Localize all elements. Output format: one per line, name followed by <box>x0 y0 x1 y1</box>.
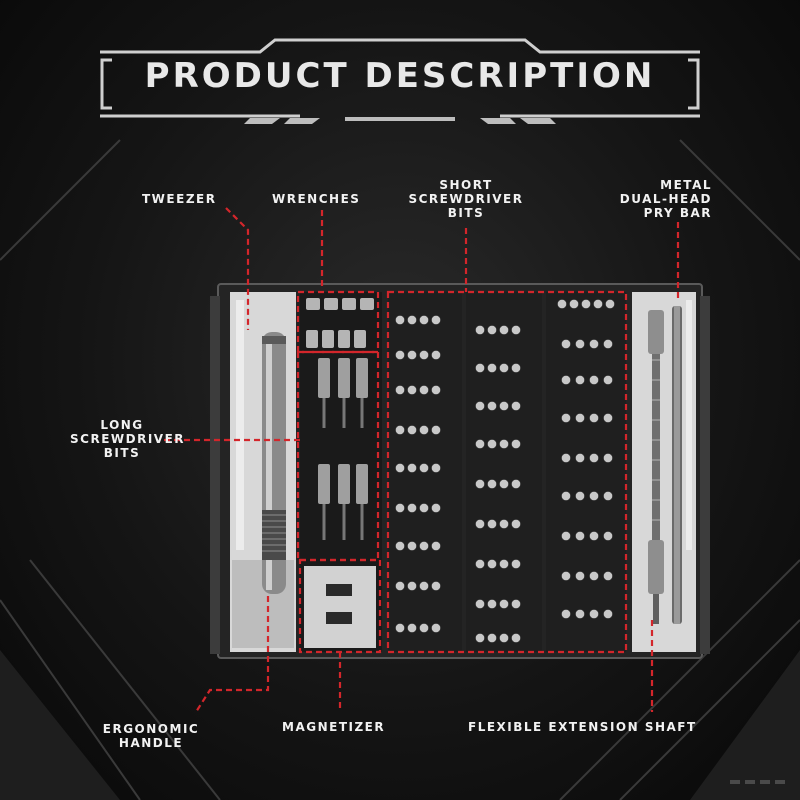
label-pry-bar: METAL DUAL-HEAD PRY BAR <box>619 178 712 220</box>
label-tweezer: TWEEZER <box>142 192 217 206</box>
short-bits-highlight-box <box>386 290 628 654</box>
magnetizer-highlight-box <box>298 558 382 654</box>
label-wrenches: WRENCHES <box>272 192 361 206</box>
page-title: PRODUCT DESCRIPTION <box>144 56 656 96</box>
pry-bar-icon <box>672 306 682 624</box>
label-handle: ERGONOMIC HANDLE <box>102 722 200 750</box>
long-bit-icon <box>318 358 368 540</box>
long-bits-highlight-box <box>296 350 380 562</box>
ergonomic-handle-icon <box>262 332 286 594</box>
short-bit-column-3 <box>557 299 615 619</box>
short-bit-column-2 <box>475 325 521 643</box>
tweezer-callout-line <box>225 207 250 330</box>
handle-callout-line <box>195 596 270 713</box>
short-bit-column-1 <box>395 315 441 633</box>
label-short-bits: SHORT SCREWDRIVER BITS <box>408 178 524 220</box>
label-flex-shaft: FLEXIBLE EXTENSION SHAFT <box>468 720 697 734</box>
wrench-icon <box>306 298 374 348</box>
wrenches-highlight-box <box>296 290 380 354</box>
label-magnetizer: MAGNETIZER <box>282 720 386 734</box>
label-long-bits: LONG SCREWDRIVER BITS <box>70 418 186 460</box>
flexible-shaft-icon <box>648 310 664 624</box>
